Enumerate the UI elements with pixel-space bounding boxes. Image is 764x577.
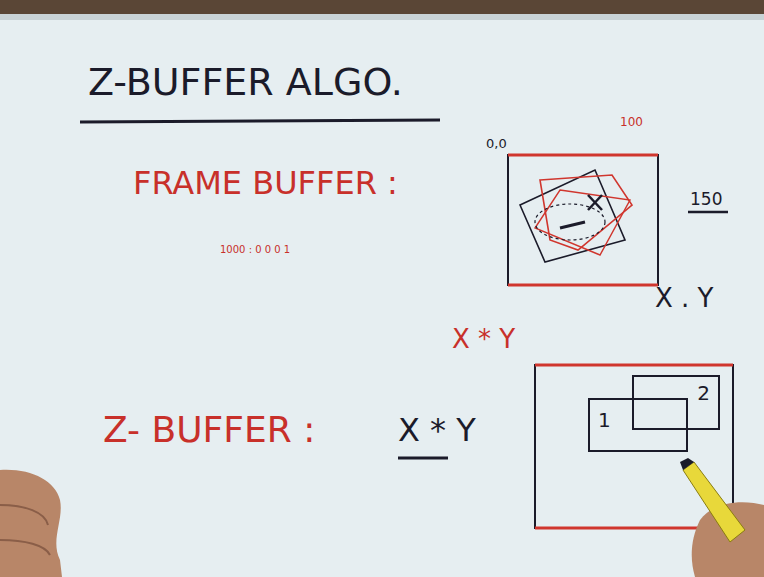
title: Z-BUFFER ALGO.: [88, 62, 403, 104]
finger-crease: [0, 505, 48, 525]
marker-pen: [683, 462, 745, 542]
polygon-three: [535, 190, 630, 255]
formula-label: X * Y: [452, 325, 515, 354]
scribble-mark: [560, 222, 585, 228]
heading-label: FRAME BUFFER :: [133, 166, 398, 201]
heading-label: Z- BUFFER :: [103, 410, 315, 450]
resolution-label: X . Y: [655, 284, 714, 313]
formula-label: X * Y: [398, 413, 476, 448]
frame-bottom-edge: [508, 284, 658, 287]
dimension-label: 150: [690, 190, 722, 209]
title-underline: [80, 120, 440, 122]
bit-value: 1000 : 0 0 0 1: [220, 244, 290, 255]
dimension-label: 100: [620, 116, 643, 129]
finger-crease: [0, 540, 50, 555]
frame-top-edge: [508, 154, 658, 157]
polygon-box: 1: [588, 398, 688, 452]
box-number: 1: [598, 410, 611, 430]
marker-tip: [680, 458, 694, 470]
cross-mark: [588, 195, 602, 210]
screen-top-edge: [535, 364, 733, 367]
formula-underline: [398, 457, 448, 460]
cross-mark: [588, 195, 602, 210]
screen-rectangle: [535, 365, 733, 528]
paper-shadow: [0, 14, 764, 20]
box-number: 2: [697, 383, 710, 403]
table-edge: [0, 0, 764, 14]
polygon-box: 2: [632, 375, 720, 430]
origin-coordinate: 0,0: [486, 137, 507, 151]
dimension-underline: [688, 211, 728, 214]
dashed-region: [535, 204, 605, 240]
polygon-two: [540, 175, 632, 250]
frame-rectangle: [508, 155, 658, 285]
hand-left: [0, 470, 62, 577]
